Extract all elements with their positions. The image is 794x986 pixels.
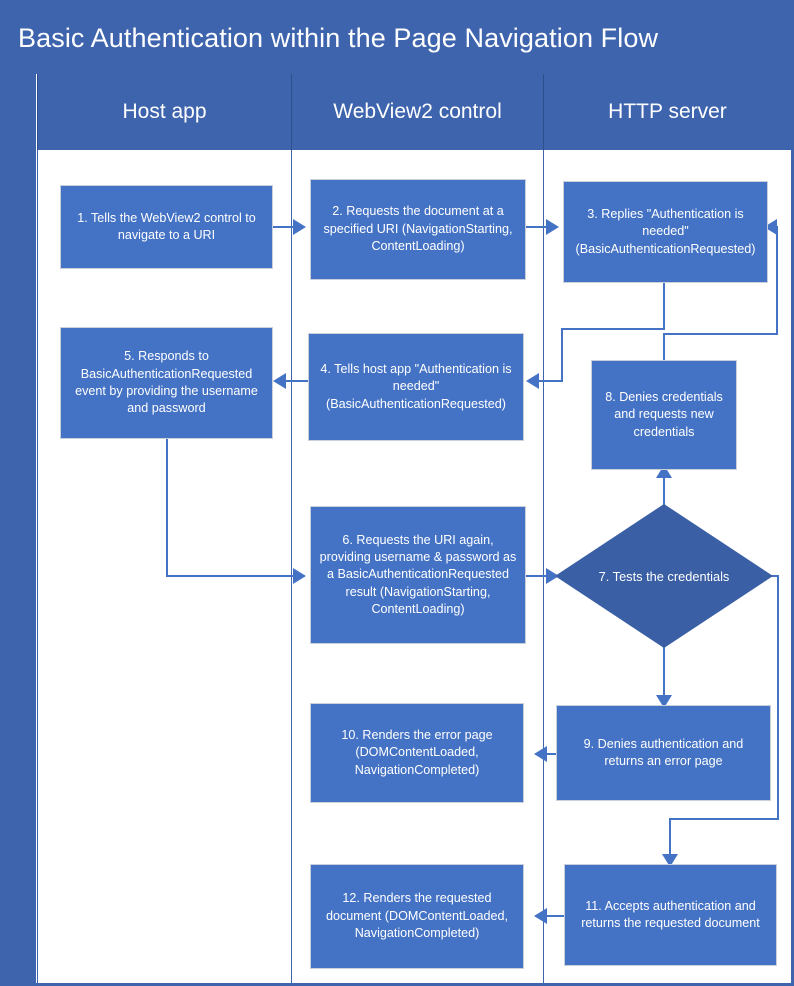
process-node-10[interactable]: 10. Renders the error page (DOMContentLo… — [310, 703, 524, 803]
process-node-4[interactable]: 4. Tells host app "Authentication is nee… — [308, 333, 524, 441]
process-node-10-label: 10. Renders the error page (DOMContentLo… — [341, 727, 493, 777]
process-node-1[interactable]: 1. Tells the WebView2 control to navigat… — [60, 185, 273, 269]
process-node-12-label: 12. Renders the requested document (DOMC… — [325, 891, 508, 941]
swimlane-divider — [37, 150, 38, 983]
connector-5-to-6 — [166, 438, 168, 576]
arrowhead-left-icon — [273, 373, 286, 389]
connector-11-to-12 — [546, 915, 564, 917]
process-node-11-label: 11. Accepts authentication and returns t… — [581, 898, 760, 930]
process-node-9[interactable]: 9. Denies authentication and returns an … — [556, 705, 771, 801]
arrowhead-left-icon — [526, 373, 539, 389]
swimlane-header-label: WebView2 control — [333, 100, 502, 123]
process-node-12[interactable]: 12. Renders the requested document (DOMC… — [310, 864, 524, 969]
connector-3-to-4 — [538, 380, 563, 382]
process-node-2[interactable]: 2. Requests the document at a specified … — [310, 179, 526, 280]
process-node-2-label: 2. Requests the document at a specified … — [323, 204, 513, 254]
connector-1-to-2 — [273, 226, 295, 228]
connector-7-to-11 — [777, 575, 779, 820]
process-node-3[interactable]: 3. Replies "Authentication is needed" (B… — [563, 181, 768, 283]
connector-3-to-4 — [663, 283, 665, 329]
process-node-11[interactable]: 11. Accepts authentication and returns t… — [564, 864, 777, 966]
connector-3-to-4 — [561, 328, 665, 330]
diagram-title-bar: Basic Authentication within the Page Nav… — [3, 3, 791, 74]
process-node-9-label: 9. Denies authentication and returns an … — [583, 736, 744, 768]
swimlane-divider — [291, 150, 292, 983]
decision-node-7-label: 7. Tests the credentials — [598, 568, 730, 584]
process-node-8-label: 8. Denies credentials and requests new c… — [605, 389, 723, 439]
connector-8-to-3 — [663, 333, 665, 363]
arrowhead-down-icon — [656, 695, 672, 708]
connector-7-to-9 — [663, 646, 665, 704]
connector-7-to-11 — [669, 818, 779, 820]
swimlane-header-webview2-control: WebView2 control — [291, 74, 543, 150]
process-node-3-label: 3. Replies "Authentication is needed" (B… — [575, 206, 756, 256]
swimlane-header-http-server: HTTP server — [543, 74, 791, 150]
process-node-5[interactable]: 5. Responds to BasicAuthenticationReques… — [60, 327, 273, 439]
connector-8-to-3 — [663, 333, 778, 335]
process-node-6[interactable]: 6. Requests the URI again, providing use… — [310, 506, 526, 644]
connector-7-to-8 — [663, 469, 665, 507]
connector-7-to-11 — [771, 575, 779, 577]
swimlane-header-label: HTTP server — [608, 100, 727, 123]
swimlane-divider — [543, 150, 544, 983]
page-title: Basic Authentication within the Page Nav… — [18, 23, 659, 53]
connector-8-to-3 — [776, 226, 778, 335]
arrowhead-right-icon — [293, 219, 306, 235]
process-node-6-label: 6. Requests the URI again, providing use… — [319, 532, 517, 617]
connector-7-to-11 — [669, 818, 671, 860]
swimlane-header-label: Host app — [122, 100, 207, 123]
left-accent-band — [3, 74, 36, 983]
swimlane-header-host-app: Host app — [37, 74, 291, 150]
connector-2-to-3 — [526, 226, 548, 228]
connector-4-to-5 — [285, 380, 309, 382]
arrowhead-down-icon — [662, 854, 678, 867]
decision-node-7[interactable]: 7. Tests the credentials — [555, 504, 773, 648]
process-node-4-label: 4. Tells host app "Authentication is nee… — [320, 361, 512, 411]
arrowhead-left-icon — [534, 908, 547, 924]
connector-3-to-4 — [561, 328, 563, 381]
process-node-1-label: 1. Tells the WebView2 control to navigat… — [77, 210, 256, 242]
arrowhead-right-icon — [546, 219, 559, 235]
process-node-5-label: 5. Responds to BasicAuthenticationReques… — [75, 349, 258, 416]
arrowhead-right-icon — [293, 568, 306, 584]
arrowhead-left-icon — [534, 746, 547, 762]
connector-9-to-10 — [546, 753, 564, 755]
connector-5-to-6 — [166, 575, 294, 577]
process-node-8[interactable]: 8. Denies credentials and requests new c… — [591, 360, 737, 470]
connector-6-to-7 — [526, 575, 548, 577]
arrowhead-right-icon — [546, 568, 559, 584]
